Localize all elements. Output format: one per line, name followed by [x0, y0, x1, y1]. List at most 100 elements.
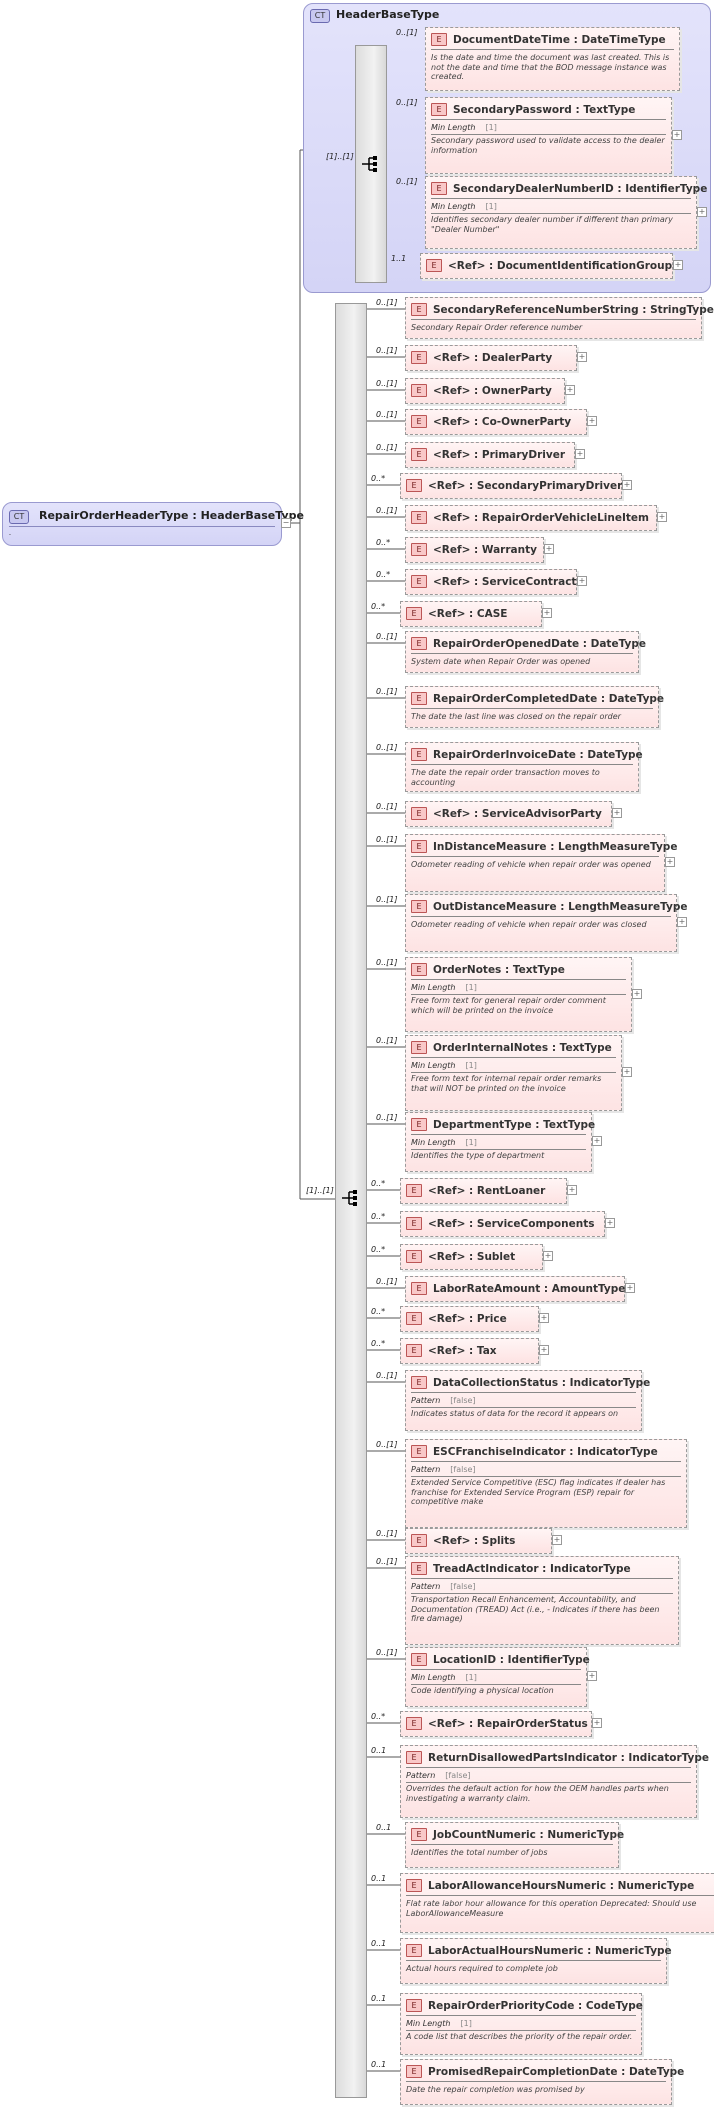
element-icon: E	[406, 2065, 422, 2078]
expand-toggle[interactable]: +	[587, 1671, 597, 1681]
element-icon: E	[411, 900, 427, 913]
expand-toggle[interactable]: +	[622, 480, 632, 490]
element-card[interactable]: E<Ref> : RentLoaner	[400, 1178, 567, 1204]
facet-key: Min Length	[431, 202, 476, 211]
element-card[interactable]: E<Ref> : RepairOrderStatus	[400, 1711, 592, 1737]
expand-toggle[interactable]: +	[677, 917, 687, 927]
element-documentation: Extended Service Competitive (ESC) flag …	[411, 1478, 666, 1506]
expand-toggle[interactable]: +	[657, 512, 667, 522]
facet-key: Pattern	[411, 1582, 441, 1591]
element-card[interactable]: E <Ref> : PrimaryDriver	[405, 442, 575, 468]
element-icon: E	[411, 637, 427, 650]
multiplicity-label: 0..[1]	[396, 177, 418, 186]
element-card[interactable]: E<Ref> : Price	[400, 1306, 539, 1332]
facet-value: [1]	[465, 1061, 477, 1070]
element-icon: E	[406, 479, 422, 492]
element-icon: E	[406, 1999, 422, 2012]
expand-toggle[interactable]: +	[697, 207, 707, 217]
expand-toggle[interactable]: +	[672, 130, 682, 140]
element-documentation: Identifies the total number of jobs	[411, 1848, 548, 1857]
element-card[interactable]: E<Ref> : Sublet	[400, 1244, 543, 1270]
element-card[interactable]: E<Ref> : Co-OwnerParty	[405, 409, 587, 435]
element-icon: E	[411, 448, 427, 461]
element-card[interactable]: E<Ref> : ServiceAdvisorParty	[405, 801, 612, 827]
element-icon: E	[406, 1944, 422, 1957]
facet: Min Length[1]	[431, 123, 497, 132]
expand-toggle[interactable]: +	[587, 416, 597, 426]
element-card[interactable]: E<Ref> : Tax	[400, 1338, 539, 1364]
expand-toggle[interactable]: +	[567, 1185, 577, 1195]
expand-toggle[interactable]: +	[665, 857, 675, 867]
element-card[interactable]: E<Ref> : DocumentIdentificationGroup	[420, 253, 673, 279]
element-documentation: A code list that describes the priority …	[406, 2032, 633, 2041]
element-card[interactable]: E<Ref> : CASE	[400, 601, 542, 627]
expand-toggle[interactable]: +	[605, 1218, 615, 1228]
element-card[interactable]: E<Ref> : DealerParty	[405, 345, 577, 371]
element-documentation: The date the last line was closed on the…	[411, 712, 621, 721]
element-documentation: Transportation Recall Enhancement, Accou…	[411, 1595, 660, 1623]
expand-toggle[interactable]: −	[281, 518, 291, 528]
element-icon: E	[411, 963, 427, 976]
element-icon: E	[431, 33, 447, 46]
expand-toggle[interactable]: +	[577, 352, 587, 362]
expand-toggle[interactable]: +	[612, 808, 622, 818]
element-card[interactable]: E<Ref> : ServiceComponents	[400, 1211, 605, 1237]
expand-toggle[interactable]: +	[543, 1251, 553, 1261]
element-documentation: Odometer reading of vehicle when repair …	[411, 860, 651, 869]
element-icon: E	[411, 575, 427, 588]
multiplicity-label: 0..[1]	[376, 1113, 398, 1122]
element-card[interactable]: E<Ref> : OwnerParty	[405, 378, 565, 404]
expand-toggle[interactable]: +	[542, 608, 552, 618]
multiplicity-label: 0..[1]	[376, 1277, 398, 1286]
expand-toggle[interactable]: +	[565, 385, 575, 395]
facet-key: Min Length	[431, 123, 476, 132]
expand-toggle[interactable]: +	[552, 1535, 562, 1545]
element-name: LaborActualHoursNumeric : NumericType	[428, 1944, 672, 1957]
expand-toggle[interactable]: +	[625, 1283, 635, 1293]
element-card[interactable]: E<Ref> : RepairOrderVehicleLineItem	[405, 505, 657, 531]
facet-value: [false]	[450, 1465, 476, 1474]
element-card[interactable]: E<Ref> : Splits	[405, 1528, 552, 1554]
expand-toggle[interactable]: +	[632, 989, 642, 999]
expand-toggle[interactable]: +	[577, 576, 587, 586]
expand-toggle[interactable]: +	[539, 1345, 549, 1355]
element-name: LaborAllowanceHoursNumeric : NumericType	[428, 1879, 695, 1892]
expand-toggle[interactable]: +	[673, 260, 683, 270]
expand-toggle[interactable]: +	[575, 449, 585, 459]
element-card[interactable]: E<Ref> : Warranty	[405, 537, 544, 563]
expand-toggle[interactable]: +	[592, 1718, 602, 1728]
element-card[interactable]: E<Ref> : SecondaryPrimaryDriver	[400, 473, 622, 499]
expand-toggle[interactable]: +	[622, 1067, 632, 1077]
expand-toggle[interactable]: +	[592, 1136, 602, 1146]
facet-key: Pattern	[406, 1771, 436, 1780]
facet: Pattern[false]	[406, 1771, 471, 1780]
element-card[interactable]: E<Ref> : ServiceContract	[405, 569, 577, 595]
element-name: <Ref> : PrimaryDriver	[433, 448, 566, 461]
multiplicity-label: 0..*	[376, 570, 391, 579]
expand-toggle[interactable]: +	[544, 544, 554, 554]
expand-toggle[interactable]: +	[539, 1313, 549, 1323]
